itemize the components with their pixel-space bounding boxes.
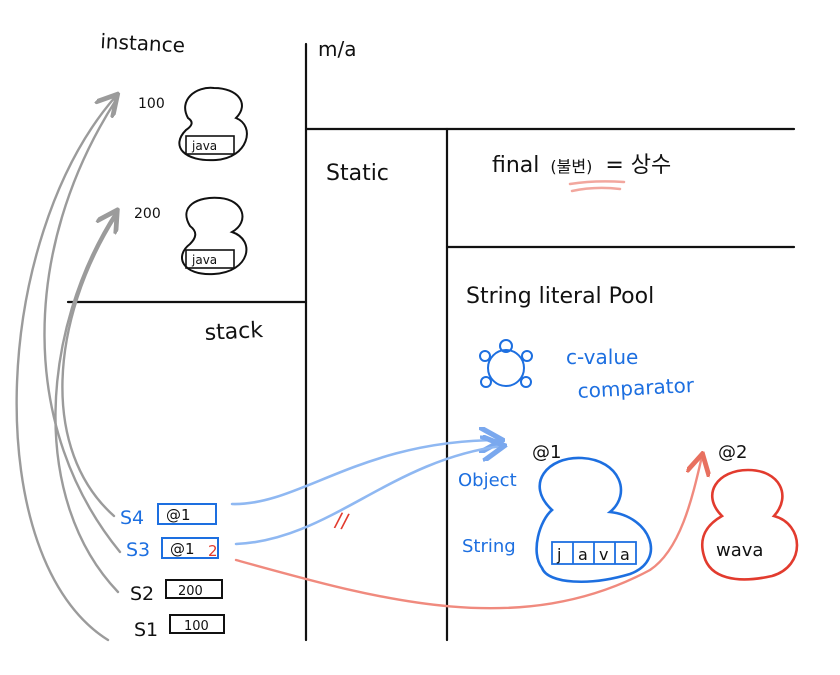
- heap-object-200: 200 java: [134, 196, 248, 276]
- stack-var-s3: S3 @1 2: [126, 537, 219, 561]
- label-static: Static: [326, 161, 389, 186]
- stack-var-name: S1: [134, 619, 158, 641]
- arrow-s3-to-pool-2: [234, 456, 702, 610]
- pool-object-char: a: [578, 545, 588, 564]
- stack-var-s1: S1 100: [134, 614, 225, 641]
- reference-arrows-heap: [15, 96, 122, 642]
- reference-arrows-pool: [230, 440, 502, 546]
- pool-object-1: @1 Object String j a v a: [458, 442, 653, 583]
- stack-var-name: S4: [120, 507, 144, 529]
- stack-var-box: [169, 614, 225, 634]
- stack-var-value: @1: [170, 540, 195, 558]
- stack-var-value: 200: [178, 584, 203, 599]
- arrow-s4-to-200: [61, 214, 118, 518]
- arrow-s3-to-pool-1: [234, 446, 502, 546]
- pool-object-type-inner: String: [462, 536, 516, 557]
- stack-var-box: [157, 503, 217, 525]
- stack-var-s2: S2 200: [130, 579, 223, 605]
- heap-object-value: java: [191, 139, 217, 153]
- final-equals: = 상수: [605, 153, 671, 178]
- pool-object-char-cells: [551, 541, 637, 565]
- pool-object-value: wava: [716, 540, 763, 561]
- heap-object-blob: [178, 86, 248, 162]
- heap-object-value-box: [185, 135, 235, 155]
- pool-object-char: j: [556, 545, 561, 564]
- arrow-s4-to-pool-1: [230, 440, 500, 506]
- comparator-doodle-icon: [479, 339, 533, 388]
- pool-object-char: a: [620, 545, 630, 564]
- comparator-label-line1: c-value: [566, 345, 638, 369]
- final-keyword: final: [492, 153, 539, 178]
- label-final: final (불변) = 상수: [492, 153, 671, 178]
- pool-object-2: @2 wava: [701, 442, 799, 581]
- heap-object-value-box: [185, 249, 235, 269]
- label-method-area: m/a: [318, 37, 356, 61]
- stack-var-value: 100: [184, 619, 209, 634]
- stack-var-box: [161, 537, 219, 559]
- heap-object-value: java: [191, 253, 217, 267]
- stack-var-overwrite: 2: [208, 542, 218, 560]
- heap-object-blob: [181, 196, 248, 276]
- label-stack: stack: [204, 318, 264, 346]
- arrow-s1-to-100: [15, 96, 116, 642]
- label-string-pool: String literal Pool: [466, 284, 654, 309]
- final-note: (불변): [550, 157, 592, 176]
- stack-var-name: S2: [130, 583, 154, 605]
- region-dividers: [66, 42, 796, 642]
- stack-var-box: [165, 579, 223, 599]
- pool-object-char: v: [599, 545, 608, 564]
- pool-object-outline: [701, 468, 799, 581]
- heap-object-address: 100: [138, 96, 165, 112]
- strike-mark: //: [333, 507, 351, 533]
- arrow-s2-to-200: [54, 212, 118, 594]
- heap-object-address: 200: [134, 206, 161, 222]
- pool-object-address: @2: [718, 442, 747, 463]
- heap-object-100: 100 java: [138, 86, 248, 162]
- pool-object-type-outer: Object: [458, 470, 517, 491]
- comparator-label-line2: comparator: [577, 373, 695, 403]
- pool-object-address: @1: [532, 442, 561, 463]
- stack-var-s4: S4 @1: [120, 503, 217, 529]
- stack-var-name: S3: [126, 539, 150, 561]
- stack-var-value: @1: [166, 506, 191, 524]
- label-instance: instance: [100, 29, 186, 57]
- pool-object-outline: [535, 456, 653, 583]
- arrow-s3-to-100: [43, 98, 122, 554]
- final-highlight-underline: [568, 180, 626, 193]
